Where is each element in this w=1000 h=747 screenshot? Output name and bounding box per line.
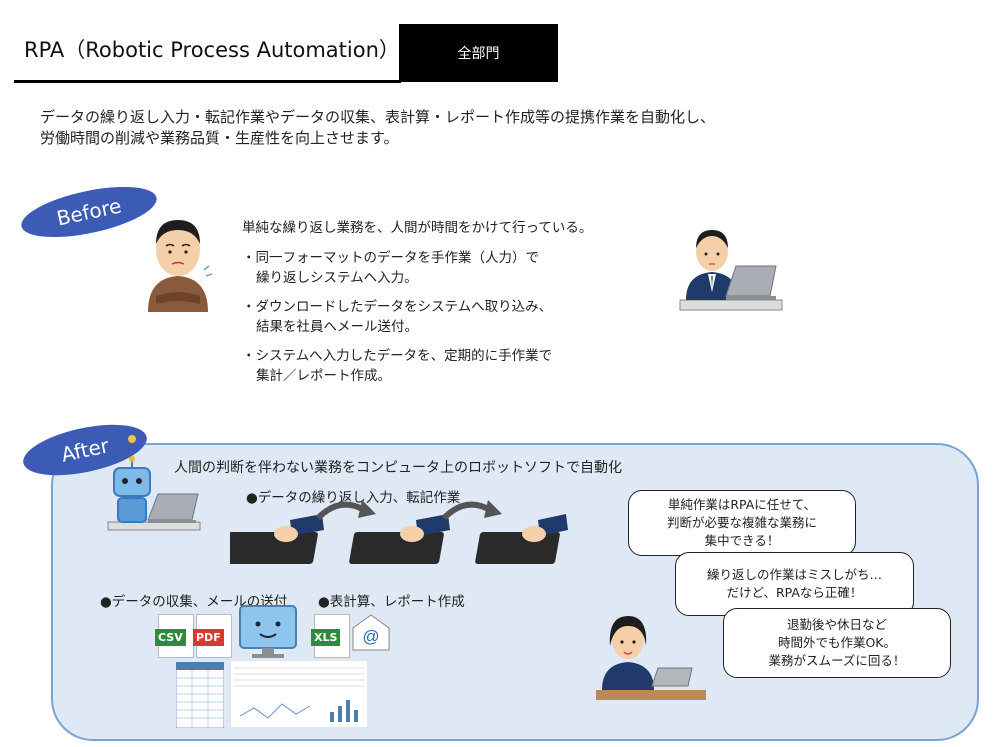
before-item: ・同一フォーマットのデータを手作業（人力）で 繰り返しシステムへ入力。 [242, 250, 539, 286]
department-label: 全部門 [399, 24, 558, 82]
intro-line-1: データの繰り返し入力・転記作業やデータの収集、表計算・レポート作成等の提携作業を… [40, 108, 716, 126]
female-worker-illustration [596, 616, 706, 700]
csv-file-icon: CSV [155, 614, 194, 658]
page-title: RPA（Robotic Process Automation） [24, 38, 400, 62]
before-description: 単純な繰り返し業務を、人間が時間をかけて行っている。 ・同一フォーマットのデータ… [242, 218, 592, 395]
bullet-data-collection: ●データの収集、メールの送付 [100, 594, 288, 610]
email-icon: @ [352, 614, 390, 651]
pdf-file-icon: PDF [193, 614, 232, 658]
intro-line-2: 労働時間の削減や業務品質・生産性を向上させます。 [40, 129, 399, 147]
worried-man-illustration [148, 220, 213, 312]
typing-sequence-illustration [230, 500, 568, 564]
speech-bubble-focus: 単純作業はRPAに任せて、 判断が必要な複雑な業務に 集中できる！ [628, 490, 856, 556]
keyboard-hands-3 [475, 514, 568, 564]
title-bar [14, 24, 401, 83]
before-badge: Before [17, 177, 161, 247]
before-lead: 単純な繰り返し業務を、人間が時間をかけて行っている。 [242, 220, 593, 236]
keyboard-hands-1 [230, 514, 324, 564]
intro-text: データの繰り返し入力・転記作業やデータの収集、表計算・レポート作成等の提携作業を… [40, 107, 715, 149]
keyboard-hands-2 [349, 514, 450, 564]
speech-bubble-accuracy: 繰り返しの作業はミスしがち… だけど、RPAなら正確！ [675, 552, 914, 616]
xls-file-icon: XLS [311, 614, 350, 658]
bullet-spreadsheet: ●表計算、レポート作成 [318, 594, 465, 610]
svg-text:@: @ [362, 627, 379, 646]
report-thumbnail [230, 660, 368, 728]
smiling-monitor-icon [239, 605, 297, 658]
before-item: ・システムへ入力したデータを、定期的に手作業で 集計／レポート作成。 [242, 348, 553, 384]
bullet-data-input: ●データの繰り返し入力、転記作業 [246, 490, 461, 506]
speech-bubble-after-hours: 退勤後や休日など 時間外でも作業OK。 業務がスムーズに回る！ [723, 608, 951, 678]
before-item: ・ダウンロードしたデータをシステムへ取り込み、 結果を社員へメール送付。 [242, 299, 553, 335]
sparkle-icon [128, 435, 136, 443]
after-heading: 人間の判断を伴わない業務をコンピュータ上のロボットソフトで自動化 [174, 460, 622, 476]
robot-illustration [107, 456, 201, 531]
spreadsheet-thumbnail [176, 662, 224, 728]
office-worker-illustration [679, 230, 783, 311]
